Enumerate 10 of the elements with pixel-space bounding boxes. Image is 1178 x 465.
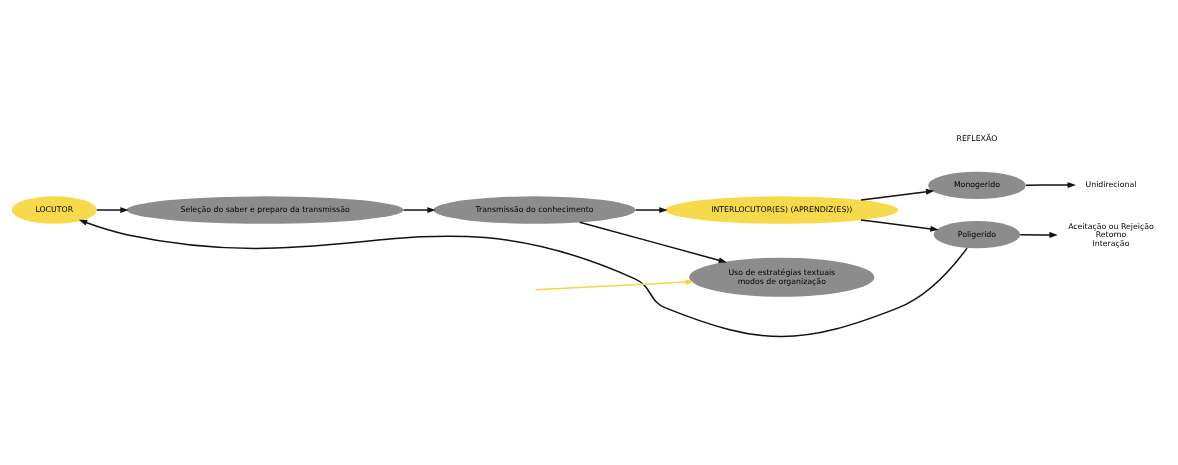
arrow — [402, 207, 436, 213]
arrow — [534, 279, 694, 291]
arrow — [78, 219, 968, 338]
arrow — [634, 207, 668, 213]
arrow — [860, 219, 939, 232]
arrow — [578, 221, 728, 264]
arrow — [860, 188, 935, 201]
arrow — [1019, 232, 1058, 238]
arrow — [1025, 182, 1076, 188]
arrow — [96, 207, 129, 213]
